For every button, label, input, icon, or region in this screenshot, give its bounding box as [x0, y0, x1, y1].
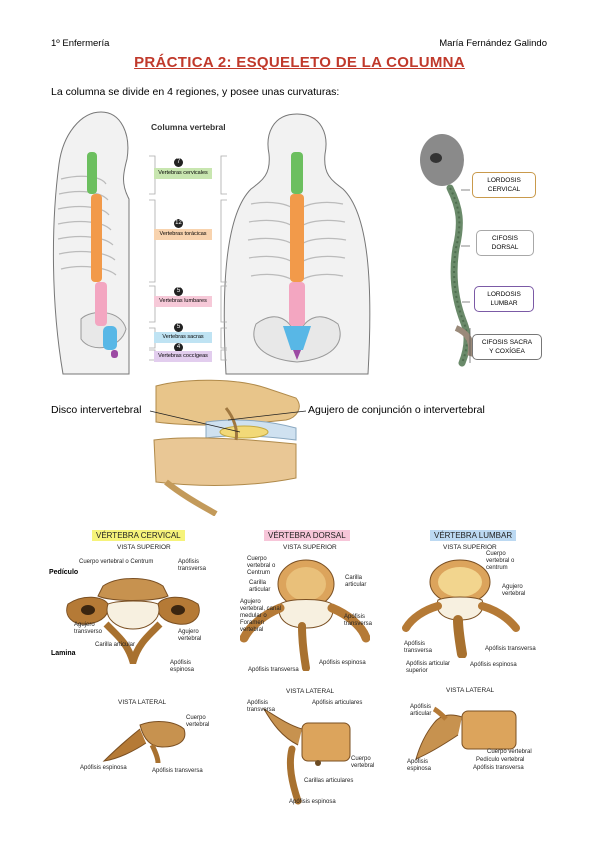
dorsal-lat-articulares-label: Apófisis articulares [312, 700, 363, 706]
region-count: 4 [174, 343, 183, 352]
cervical-carilla-label: Carilla articular [95, 642, 136, 648]
curvature-box: LORDOSIS CERVICAL [472, 172, 536, 198]
cervical-lat-transversa-label: Apófisis transversa [152, 768, 203, 774]
lumbar-banner: VÉRTEBRA LUMBAR [430, 530, 517, 541]
lumbar-lat-cuerpo-label: Cuerpo vertebral [487, 749, 532, 755]
curvature-box: LORDOSIS LUMBAR [474, 286, 534, 312]
region-label: Vertebras torácicas [154, 229, 212, 240]
dorsal-lat-transversa-label: Apófisis transversa [247, 700, 276, 713]
lumbar-transversa-right-label: Apófisis transversa [485, 646, 536, 652]
header-author: María Fernández Galindo [439, 38, 547, 49]
cervical-agujero-vertebral-label: Agujero vertebral [178, 629, 202, 642]
spine-lateral-illustration [420, 134, 475, 367]
region-label: Vertebras coccígeas [154, 351, 212, 362]
dorsal-carilla-left-label: Carilla articular [249, 580, 271, 593]
lumbar-espinosa-label: Apófisis espinosa [470, 662, 517, 668]
dorsal-transversa-label: Apófisis transversa [248, 667, 299, 673]
curvature-line1: LORDOSIS [487, 291, 521, 298]
curvature-line1: CIFOSIS SACRA [481, 339, 533, 346]
lumbar-superior-title: VISTA SUPERIOR [443, 544, 497, 551]
svg-text:Columna vertebral: Columna vertebral [151, 122, 226, 132]
lumbar-superior-illustration [402, 559, 520, 658]
cervical-lateral-title: VISTA LATERAL [118, 699, 167, 706]
disc-label: Disco intervertebral [51, 404, 142, 416]
cervical-lamina-label: Lamina [51, 650, 76, 657]
curvature-box: CIFOSIS SACRA Y COXÍGEA [472, 334, 542, 360]
cervical-lat-espinosa-label: Apófisis espinosa [80, 765, 127, 771]
lumbar-agujero-label: Agujero vertebral [502, 584, 526, 597]
cervical-transversa-label: Apófisis transversa [178, 559, 207, 572]
disc-figure [146, 378, 308, 517]
dorsal-superior-illustration [240, 559, 370, 671]
foramen-label: Agujero de conjunción o intervertebral [308, 404, 485, 416]
lumbar-lat-espinosa-label: Apófisis espinosa [407, 759, 432, 772]
lumbar-lat-transversa-label: Apófisis transversa [473, 765, 524, 771]
dorsal-superior-title: VISTA SUPERIOR [283, 544, 337, 551]
curvature-line1: LORDOSIS [487, 177, 521, 184]
dorsal-lateral-title: VISTA LATERAL [286, 688, 335, 695]
curvature-line1: CIFOSIS [491, 235, 518, 242]
region-count: 5 [174, 287, 183, 296]
curvature-box: CIFOSIS DORSAL [476, 230, 534, 256]
lumbar-lateral-title: VISTA LATERAL [446, 687, 495, 694]
dorsal-agujero-label: Agujero vertebral, canal medular o Foram… [240, 599, 282, 633]
lumbar-lateral-illustration [415, 706, 517, 760]
cervical-superior-title: VISTA SUPERIOR [117, 544, 171, 551]
region-count: 12 [174, 219, 183, 228]
lumbar-transversa-left-label: Apófisis transversa [404, 641, 433, 654]
curvature-line2: LUMBAR [490, 300, 518, 307]
dorsal-lat-carillas-label: Carillas articulares [304, 778, 354, 784]
dorsal-transversa-right-label: Apófisis transversa [344, 614, 373, 627]
cervical-lateral-illustration [102, 721, 186, 764]
lumbar-lat-pediculo-label: Pedículo vertebral [476, 757, 525, 763]
cervical-banner: VÉRTEBRA CERVICAL [92, 530, 185, 541]
cervical-lat-cuerpo-label: Cuerpo vertebral [186, 715, 210, 728]
cervical-cuerpo-label: Cuerpo vertebral o Centrum [79, 559, 154, 565]
disc-illustration [153, 379, 300, 517]
cervical-pediculo-label: Pedículo [49, 569, 79, 576]
dorsal-lateral-illustration [262, 707, 351, 805]
dorsal-lat-cuerpo-label: Cuerpo vertebral [351, 756, 375, 769]
dorsal-espinosa-label: Apófisis espinosa [319, 660, 366, 666]
dorsal-banner: VÉRTEBRA DORSAL [264, 530, 350, 541]
intro-text: La columna se divide en 4 regiones, y po… [51, 86, 340, 98]
lumbar-cuerpo-label: Cuerpo vertebral o centrum [486, 551, 515, 571]
lumbar-articular-label: Apófisis articular superior [406, 661, 451, 674]
lumbar-lat-articular-label: Apófisis articular [410, 704, 432, 717]
cervical-espinosa-label: Apófisis espinosa [170, 660, 195, 673]
page-title: PRÁCTICA 2: ESQUELETO DE LA COLUMNA [134, 54, 465, 71]
skeleton-illustration: Columna vertebral [52, 111, 371, 375]
dorsal-carilla-right-label: Carilla articular [345, 575, 367, 588]
header-course: 1º Enfermería [51, 38, 110, 49]
region-label: Vertebras sacras [154, 332, 212, 343]
curvatures-figure: LORDOSIS CERVICAL CIFOSIS DORSAL LORDOSI… [412, 128, 552, 368]
region-count: 5 [174, 323, 183, 332]
region-label: Vertebras cervicales [154, 168, 212, 179]
region-count: 7 [174, 158, 183, 167]
cervical-superior-illustration [66, 578, 200, 664]
curvature-line2: DORSAL [491, 244, 519, 251]
region-label: Vertebras lumbares [154, 296, 212, 307]
column-figure: Columna vertebral 7 Vertebr [51, 104, 403, 376]
dorsal-cuerpo-label: Cuerpo vertebral o Centrum [247, 556, 276, 576]
curvature-line2: Y COXÍGEA [489, 348, 525, 355]
curvature-line2: CERVICAL [487, 186, 521, 193]
dorsal-lat-espinosa-label: Apófisis espinosa [289, 799, 336, 805]
cervical-agujero-transverso-label: Agujero transverso [74, 622, 103, 635]
